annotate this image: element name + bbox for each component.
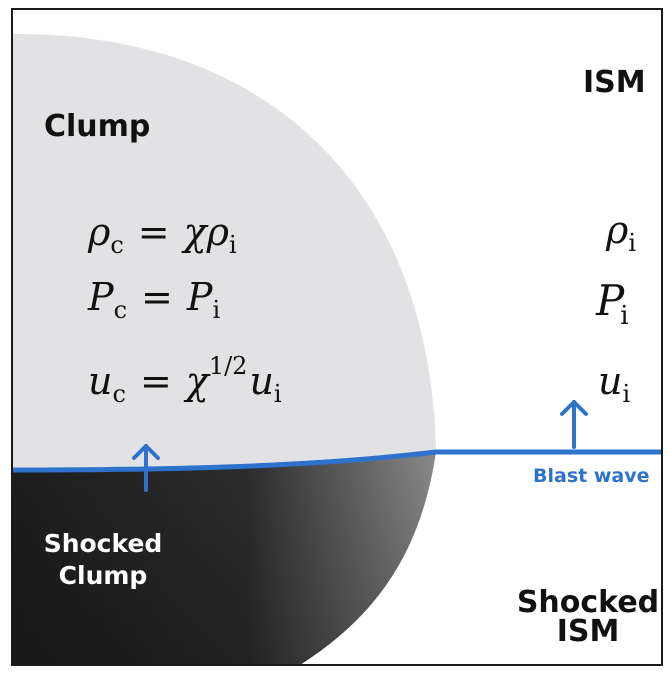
arrow-up-icon xyxy=(562,402,586,447)
ism-pressure: Pi xyxy=(595,276,629,331)
ism-density: ρi xyxy=(605,208,636,257)
shocked-clump-label-line1: Shocked xyxy=(44,529,163,558)
ism-velocity: ui xyxy=(598,359,630,408)
ism-label: ISM xyxy=(583,65,646,100)
shocked-clump-shade xyxy=(12,452,436,665)
clump-pressure-equation: Pc=Pi xyxy=(87,275,220,324)
clump-density-equation: ρc=χρi xyxy=(87,210,237,259)
shocked-ism-label-line2: ISM xyxy=(557,614,620,649)
clump-label: Clump xyxy=(44,109,150,144)
shocked-clump-label-line2: Clump xyxy=(59,561,148,590)
blast-wave-label: Blast wave xyxy=(533,465,649,487)
